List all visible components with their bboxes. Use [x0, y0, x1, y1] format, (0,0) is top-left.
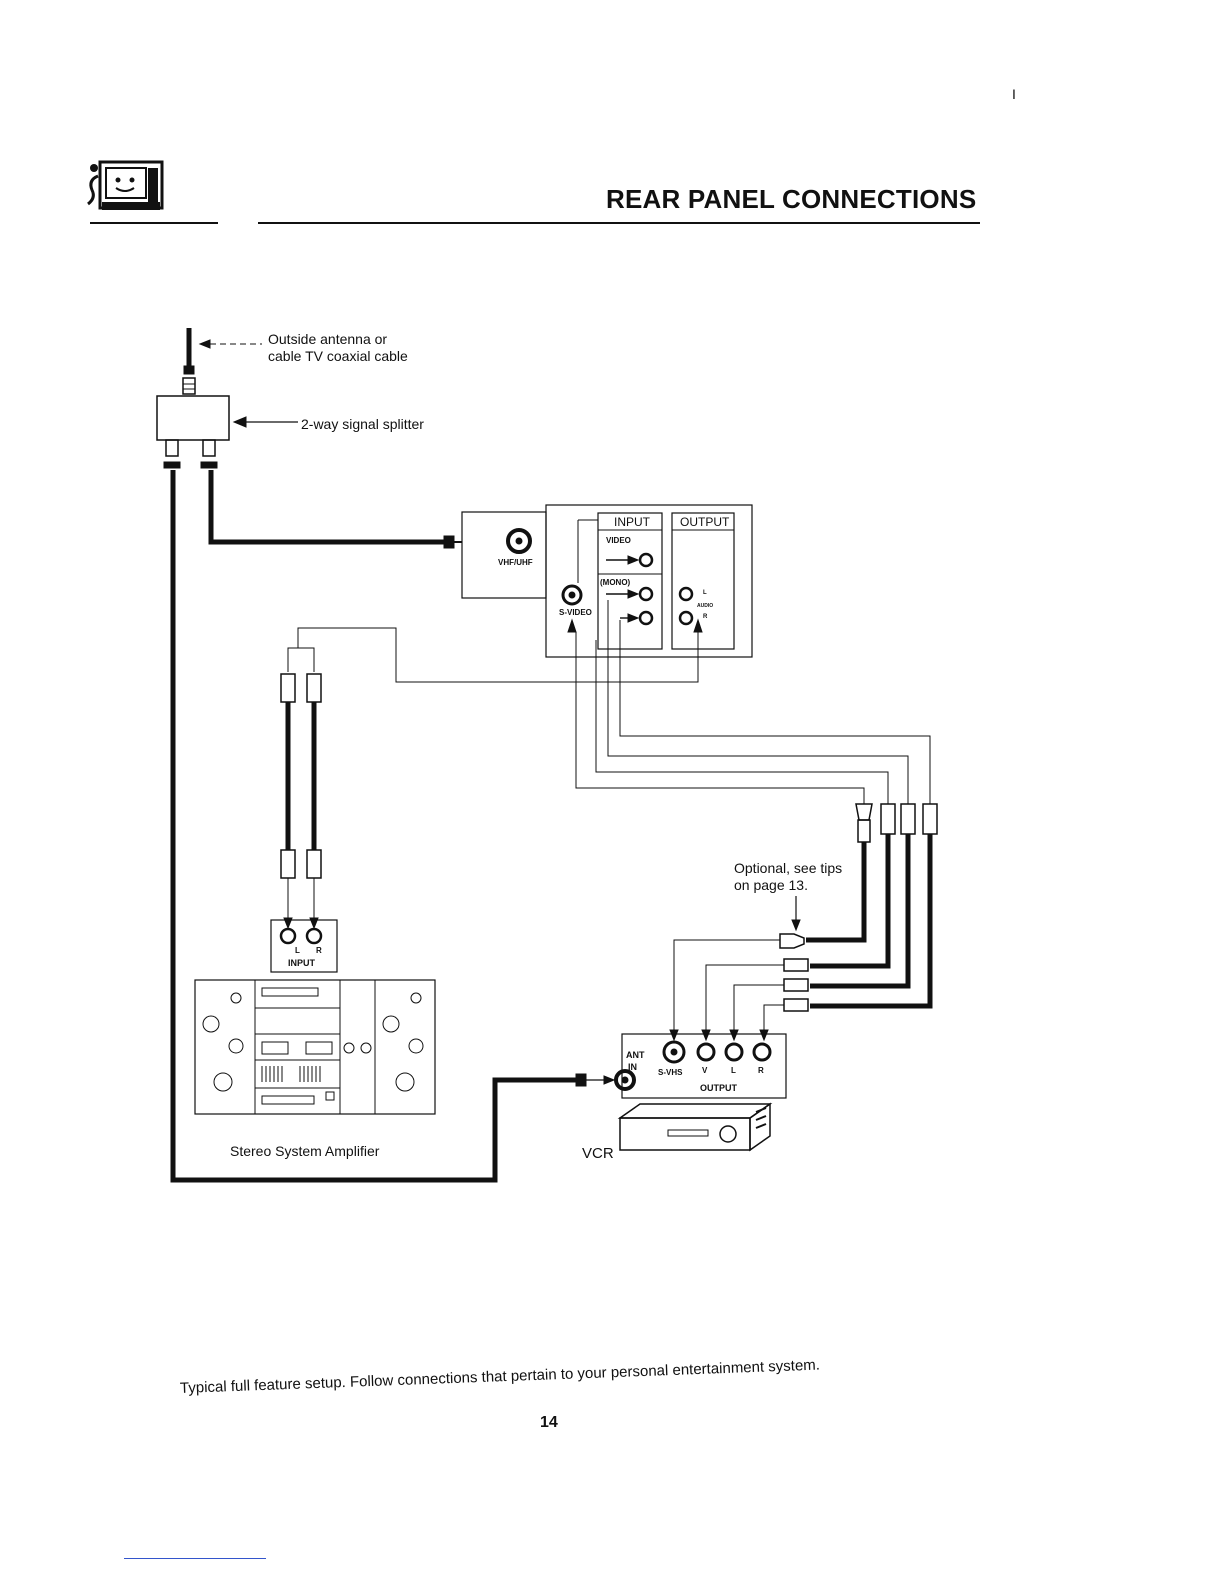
tv-output-header: OUTPUT — [680, 515, 730, 529]
stereo-system-label: Stereo System Amplifier — [230, 1143, 380, 1159]
tv-audio-r-label: R — [703, 614, 708, 620]
corner-mark: I — [1012, 86, 1016, 102]
antenna-label-line1: Outside antenna or — [268, 331, 388, 347]
optional-note-line1: Optional, see tips — [734, 860, 843, 876]
amp-input-l-label: L — [295, 946, 300, 955]
tv-mascot-icon — [86, 158, 166, 216]
vcr-ant-label: ANT — [626, 1050, 645, 1060]
optional-note-line2: on page 13. — [734, 877, 808, 893]
vcr-l-label: L — [731, 1066, 736, 1075]
amp-input-r-label: R — [316, 946, 322, 955]
splitter-label: 2-way signal splitter — [301, 416, 424, 432]
header-rule-right — [258, 222, 980, 224]
vcr-in-label: IN — [628, 1062, 637, 1072]
vcr-label: VCR — [582, 1145, 614, 1162]
tv-vhf-uhf-label: VHF/UHF — [498, 558, 533, 567]
antenna-label-line2: cable TV coaxial cable — [268, 348, 408, 364]
vcr-v-label: V — [702, 1066, 708, 1075]
page-title: REAR PANEL CONNECTIONS — [606, 184, 977, 214]
header-rule-left — [90, 222, 218, 224]
tv-input-header: INPUT — [614, 515, 650, 529]
tv-audio-l-label: L — [703, 590, 707, 596]
vcr-output-label: OUTPUT — [700, 1083, 737, 1093]
vcr-r-label: R — [758, 1066, 764, 1075]
page-number: 14 — [540, 1414, 558, 1431]
tv-audio-label: AUDIO — [697, 603, 714, 609]
vcr-svhs-label: S-VHS — [658, 1068, 683, 1077]
footer-rule — [124, 1558, 266, 1559]
amp-input-label: INPUT — [288, 958, 315, 968]
tv-svideo-label: S-VIDEO — [559, 608, 592, 617]
tv-mono-label: (MONO) — [600, 578, 631, 587]
tv-video-label: VIDEO — [606, 536, 631, 545]
